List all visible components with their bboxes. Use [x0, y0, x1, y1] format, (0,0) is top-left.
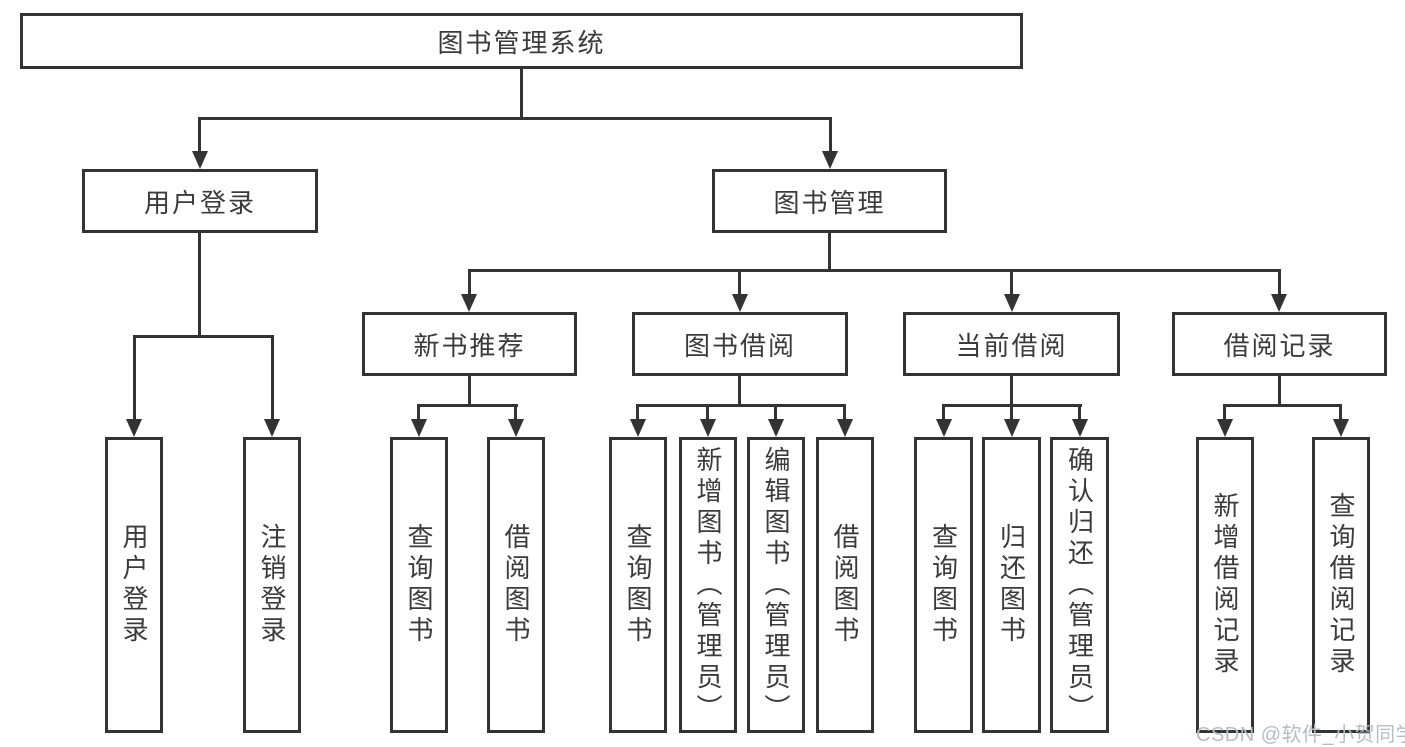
arrow-down-icon: [1217, 419, 1233, 437]
arrow-down-icon: [264, 419, 280, 437]
node-label: 借阅记录: [1223, 330, 1336, 361]
connector-stem: [1010, 269, 1013, 296]
node-book-borrow: 图书借阅: [632, 312, 848, 376]
arrow-down-icon: [192, 151, 208, 169]
connector-drop: [1010, 376, 1013, 407]
node-label: 新增借阅记录: [1210, 492, 1240, 678]
arrow-down-icon: [1072, 419, 1088, 437]
leaf-query-books-borrow: 查询图书: [609, 437, 667, 733]
node-label: 查询图书: [404, 523, 434, 647]
connector-rail: [1224, 404, 1342, 407]
connector-stem: [942, 404, 945, 421]
node-label: 新书推荐: [413, 330, 526, 361]
node-library-system: 图书管理系统: [20, 13, 1023, 69]
connector-stem: [738, 269, 741, 296]
leaf-query-books-recommend: 查询图书: [390, 437, 448, 733]
node-label: 借阅图书: [830, 523, 860, 647]
arrow-down-icon: [936, 419, 952, 437]
connector-stem: [1339, 404, 1342, 421]
node-label: 图书管理系统: [437, 27, 606, 58]
connector-stem: [271, 335, 274, 421]
connector-stem: [468, 269, 471, 296]
leaf-query-books-current: 查询图书: [914, 437, 973, 733]
arrow-down-icon: [768, 419, 784, 437]
leaf-logout: 注销登录: [243, 437, 301, 733]
leaf-confirm-return-admin: 确认归还（管理员）: [1050, 437, 1109, 733]
connector-stem: [1278, 269, 1281, 296]
connector-stem: [843, 404, 846, 421]
leaf-user-login: 用户登录: [105, 437, 163, 733]
node-label: 图书借阅: [683, 330, 796, 361]
node-label: 编辑图书（管理员）: [761, 445, 791, 725]
arrow-down-icon: [1333, 419, 1349, 437]
connector-rail: [637, 404, 846, 407]
arrow-down-icon: [411, 419, 427, 437]
connector-rail: [418, 404, 518, 407]
node-label: 借阅图书: [501, 523, 531, 647]
leaf-return-book: 归还图书: [982, 437, 1041, 733]
node-book-management: 图书管理: [712, 169, 947, 233]
connector-userlogin-drop: [198, 233, 201, 338]
arrow-down-icon: [126, 419, 142, 437]
connector-stem: [829, 117, 832, 153]
arrow-down-icon: [1004, 419, 1020, 437]
connector-stem: [133, 335, 136, 421]
connector-bookmgmt-drop: [828, 233, 831, 272]
node-label: 查询图书: [623, 523, 653, 647]
arrow-down-icon: [630, 419, 646, 437]
connector-stem: [636, 404, 639, 421]
connector-stem: [1010, 404, 1013, 421]
node-label: 注销登录: [257, 523, 287, 647]
connector-drop: [468, 376, 471, 407]
node-label: 用户登录: [143, 187, 256, 218]
connector-drop: [738, 376, 741, 407]
leaf-add-book-admin: 新增图书（管理员）: [679, 437, 737, 733]
arrow-down-icon: [822, 151, 838, 169]
arrow-down-icon: [837, 419, 853, 437]
arrow-down-icon: [732, 294, 748, 312]
connector-stem: [1223, 404, 1226, 421]
leaf-add-borrow-record: 新增借阅记录: [1196, 437, 1254, 733]
node-borrow-record: 借阅记录: [1172, 312, 1387, 376]
connector-drop: [1278, 376, 1281, 407]
node-label: 确认归还（管理员）: [1064, 445, 1095, 725]
connector-root-drop: [520, 69, 523, 119]
csdn-watermark: CSDN @软件_小贺同学: [1196, 724, 1405, 746]
leaf-borrow-books: 借阅图书: [816, 437, 874, 733]
arrow-down-icon: [1271, 294, 1287, 312]
connector-bookmgmt-rail: [469, 269, 1281, 272]
node-label: 归还图书: [996, 523, 1027, 647]
arrow-down-icon: [1004, 294, 1020, 312]
leaf-query-borrow-record: 查询借阅记录: [1312, 437, 1370, 733]
leaf-edit-book-admin: 编辑图书（管理员）: [747, 437, 805, 733]
connector-stem: [774, 404, 777, 421]
connector-userlogin-rail: [133, 335, 274, 338]
node-label: 查询借阅记录: [1326, 492, 1356, 678]
node-label: 查询图书: [928, 523, 959, 647]
node-label: 当前借阅: [955, 330, 1068, 361]
node-user-login: 用户登录: [82, 169, 318, 233]
connector-root-rail: [198, 117, 832, 120]
arrow-down-icon: [461, 294, 477, 312]
leaf-borrow-books-recommend: 借阅图书: [487, 437, 545, 733]
connector-stem: [706, 404, 709, 421]
arrow-down-icon: [508, 419, 524, 437]
connector-stem: [417, 404, 420, 421]
arrow-down-icon: [700, 419, 716, 437]
node-current-borrow: 当前借阅: [903, 312, 1120, 376]
connector-stem: [198, 117, 201, 153]
node-label: 用户登录: [119, 523, 149, 647]
node-label: 新增图书（管理员）: [693, 445, 723, 725]
connector-stem: [514, 404, 517, 421]
node-new-book-recommend: 新书推荐: [362, 312, 577, 376]
node-label: 图书管理: [773, 187, 886, 218]
connector-stem: [1078, 404, 1081, 421]
